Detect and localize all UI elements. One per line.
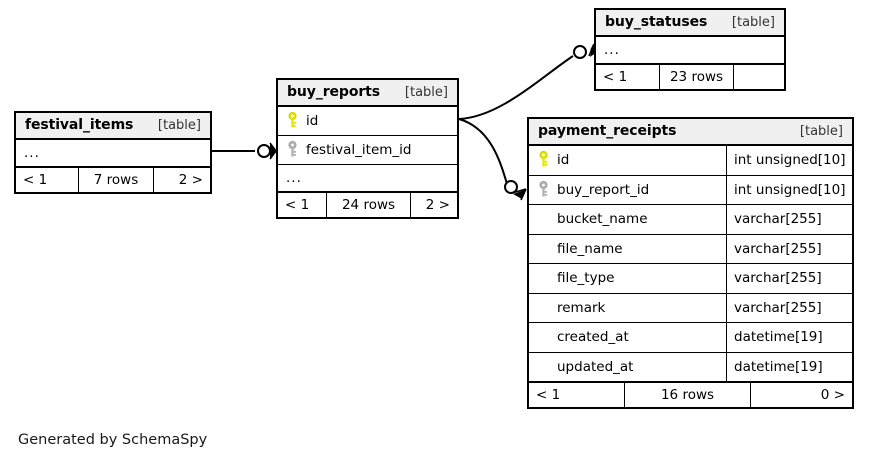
column-label: remark	[557, 299, 606, 316]
column-type-cell: int unsigned[10]	[726, 175, 852, 204]
edge-buy-reports-to-buy-statuses	[458, 55, 574, 120]
hidden-columns-ellipsis: ...	[278, 165, 457, 192]
table-header-buy-reports: buy_reports [table]	[278, 80, 457, 107]
table-footer-payment-receipts: < 1 16 rows 0 >	[529, 382, 852, 407]
table-row: file_type varchar[255]	[529, 264, 852, 294]
table-title: buy_statuses	[605, 14, 708, 30]
table-title: festival_items	[25, 117, 134, 133]
column-label: buy_report_id	[557, 181, 650, 198]
optional-marker-buy-reports	[257, 144, 271, 158]
table-header-buy-statuses: buy_statuses [table]	[596, 10, 784, 37]
column-name-cell: file_name	[529, 235, 726, 264]
footer-next-link[interactable]: 2 >	[425, 197, 450, 213]
column-label: id	[557, 152, 570, 169]
footer-row-count: 16 rows	[624, 383, 751, 407]
column-row: festival_item_id	[278, 136, 457, 165]
table-header-festival-items: festival_items [table]	[16, 113, 210, 140]
column-name-cell: created_at	[529, 323, 726, 352]
table-row: updated_at datetime[19]	[529, 352, 852, 382]
optional-marker-buy-statuses	[573, 45, 587, 59]
column-label: created_at	[557, 329, 629, 346]
column-name-cell: bucket_name	[529, 205, 726, 234]
table-title: payment_receipts	[538, 123, 677, 139]
column-type-cell: int unsigned[10]	[726, 146, 852, 175]
footer-row-count: 7 rows	[78, 168, 154, 192]
column-label: file_name	[557, 240, 623, 257]
crowfoot-payment-receipts	[513, 190, 525, 199]
footer-row-count: 24 rows	[326, 193, 411, 217]
table-row: file_name varchar[255]	[529, 234, 852, 264]
footer-prev-link[interactable]: < 1	[23, 172, 48, 188]
table-kind-label: [table]	[799, 123, 843, 139]
footer-prev-link[interactable]: < 1	[536, 387, 561, 403]
footer-next-link[interactable]	[734, 65, 784, 89]
table-festival-items[interactable]: festival_items [table] ... < 1 7 rows 2 …	[14, 111, 212, 194]
table-footer-festival-items: < 1 7 rows 2 >	[16, 167, 210, 192]
table-row: buy_report_id int unsigned[10]	[529, 175, 852, 205]
table-row: id int unsigned[10]	[529, 146, 852, 176]
column-name-cell: id	[529, 146, 726, 175]
column-label: file_type	[557, 270, 615, 287]
column-name-cell: file_type	[529, 264, 726, 293]
hidden-columns-ellipsis: ...	[16, 140, 210, 167]
table-title: buy_reports	[287, 84, 380, 100]
table-footer-buy-reports: < 1 24 rows 2 >	[278, 192, 457, 217]
column-name-cell: remark	[529, 294, 726, 323]
column-label: updated_at	[557, 358, 634, 375]
table-buy-statuses[interactable]: buy_statuses [table] ... < 1 23 rows	[594, 8, 786, 91]
footer-row-count: 23 rows	[659, 65, 734, 89]
footer-next-link[interactable]: 0 >	[820, 387, 845, 403]
table-row: created_at datetime[19]	[529, 323, 852, 353]
column-type-cell: varchar[255]	[726, 234, 852, 263]
column-label: festival_item_id	[306, 142, 412, 158]
table-payment-receipts[interactable]: payment_receipts [table] id int unsigned…	[527, 117, 854, 409]
table-kind-label: [table]	[157, 117, 201, 133]
crowfoot-line-payment-receipts	[511, 188, 527, 201]
column-label: id	[306, 113, 319, 129]
column-type-cell: varchar[255]	[726, 264, 852, 293]
column-name-cell: id	[278, 107, 457, 135]
table-header-payment-receipts: payment_receipts [table]	[529, 119, 852, 146]
primary-key-icon	[288, 112, 297, 128]
edge-buy-reports-to-payment-receipts	[458, 118, 508, 185]
column-row: id	[278, 107, 457, 136]
footer-prev-link[interactable]: < 1	[285, 197, 310, 213]
column-type-cell: varchar[255]	[726, 205, 852, 234]
column-type-cell: datetime[19]	[726, 323, 852, 352]
column-label: bucket_name	[557, 211, 648, 228]
primary-key-icon	[539, 151, 548, 167]
foreign-key-icon	[288, 141, 297, 157]
table-kind-label: [table]	[404, 84, 448, 100]
table-kind-label: [table]	[731, 14, 775, 30]
column-name-cell: updated_at	[529, 353, 726, 382]
table-row: bucket_name varchar[255]	[529, 205, 852, 235]
footer-prev-link[interactable]: < 1	[603, 69, 628, 85]
generated-by-caption: Generated by SchemaSpy	[18, 432, 208, 448]
column-name-cell: festival_item_id	[278, 136, 457, 164]
column-name-cell: buy_report_id	[529, 176, 726, 205]
foreign-key-icon	[539, 180, 548, 197]
footer-next-link[interactable]: 2 >	[178, 172, 203, 188]
column-type-cell: datetime[19]	[726, 352, 852, 381]
optional-marker-payment-receipts	[504, 180, 518, 194]
table-row: remark varchar[255]	[529, 293, 852, 323]
table-footer-buy-statuses: < 1 23 rows	[596, 64, 784, 89]
hidden-columns-ellipsis: ...	[596, 37, 784, 64]
column-type-cell: varchar[255]	[726, 293, 852, 322]
table-buy-reports[interactable]: buy_reports [table] id	[276, 78, 459, 219]
